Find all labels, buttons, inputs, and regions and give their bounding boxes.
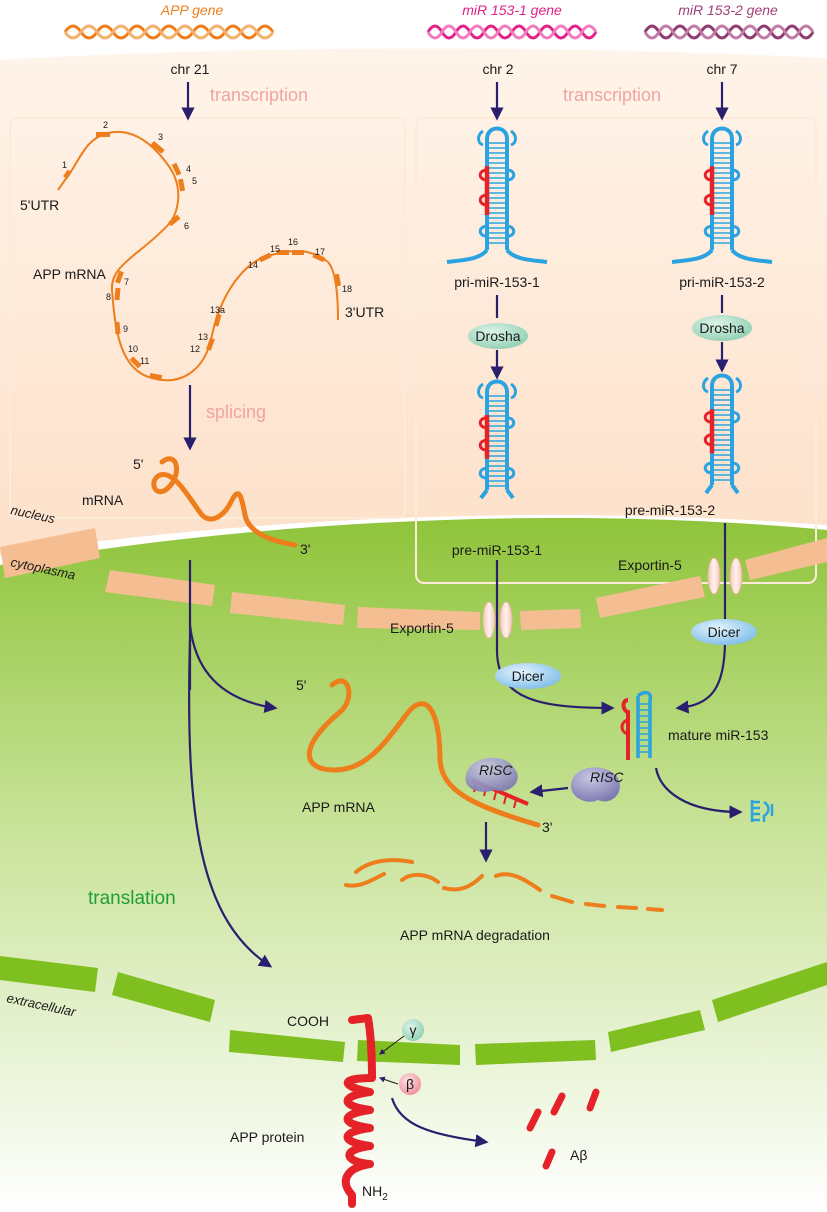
svg-text:5: 5: [192, 176, 197, 186]
pre-mir153-1-hairpin: [477, 379, 517, 500]
cyto-app-mrna: [306, 678, 541, 828]
five-utr-label: 5'UTR: [20, 197, 59, 213]
drosha-enzyme-2: [692, 315, 752, 341]
chr21-label: chr 21: [171, 61, 210, 77]
svg-text:15: 15: [270, 244, 280, 254]
app-premrna-label: APP mRNA: [33, 266, 107, 282]
mrna-export-arrow: [188, 624, 278, 714]
risc-loading-arrow: [529, 784, 569, 798]
chr7-label: chr 7: [706, 61, 737, 77]
spliced-mrna: [151, 456, 298, 548]
exportin-5-pore-2: [707, 557, 743, 595]
svg-text:12: 12: [190, 344, 200, 354]
spliced-mrna-three-label: 3': [300, 541, 310, 557]
svg-text:17: 17: [315, 247, 325, 257]
app-protein: [341, 1014, 376, 1208]
pri-mir153-2-hairpin: [671, 126, 773, 264]
cooh-label: COOH: [287, 1013, 329, 1029]
svg-text:10: 10: [128, 344, 138, 354]
app-premrna: [57, 130, 342, 382]
svg-text:18: 18: [342, 284, 352, 294]
drosha-enzyme-1: [468, 323, 528, 349]
mature-mir153-label: mature miR-153: [668, 727, 769, 743]
mir153-2-gene-helix: [643, 24, 815, 40]
svg-text:16: 16: [288, 237, 298, 247]
svg-text:13: 13: [198, 332, 208, 342]
chr2-label: chr 2: [482, 61, 513, 77]
beta-cleavage-pointer: [378, 1076, 399, 1085]
transcription-label-right: transcription: [563, 85, 661, 105]
plasma-membrane: [0, 956, 827, 1065]
svg-text:11: 11: [140, 356, 149, 366]
cyto-mrna-three-label: 3': [542, 819, 552, 835]
mir153-1-gene-helix: [426, 24, 598, 40]
mrna-degradation-label: APP mRNA degradation: [400, 927, 550, 943]
abeta-release-arrow: [390, 1097, 489, 1148]
pri-mir153-2-label: pri-miR-153-2: [679, 274, 765, 290]
app-gene-label: APP gene: [160, 2, 224, 18]
beta-secretase: [399, 1073, 421, 1095]
svg-text:1: 1: [62, 160, 67, 170]
svg-text:4: 4: [186, 164, 191, 174]
app-gene-helix: [63, 24, 275, 40]
nucleus-region: [0, 48, 827, 555]
dicer-label-2: Dicer: [708, 624, 741, 640]
dicer-label-1: Dicer: [512, 668, 545, 684]
risc-label-2: RISC: [590, 769, 624, 785]
risc-bound-complex: [465, 757, 529, 809]
svg-text:8: 8: [106, 292, 111, 302]
nh2-label: NH2: [362, 1183, 388, 1203]
passenger-strand-fragment: [750, 800, 774, 822]
cyto-app-mrna-label: APP mRNA: [302, 799, 376, 815]
strand-release-arrow: [654, 767, 743, 819]
risc-label-1: RISC: [479, 762, 513, 778]
pri-mir153-1-hairpin: [446, 126, 548, 264]
dicer-enzyme-1: [495, 663, 561, 689]
svg-text:2: 2: [103, 120, 108, 130]
pre-mir153-2-hairpin: [702, 373, 742, 495]
gamma-secretase: [402, 1019, 424, 1041]
svg-text:13a: 13a: [210, 305, 225, 315]
splicing-label: splicing: [206, 402, 266, 422]
drosha-label-1: Drosha: [475, 328, 520, 344]
mir153-1-gene-label: miR 153-1 gene: [462, 2, 562, 18]
abeta-label: Aβ: [570, 1147, 587, 1163]
drosha-label-2: Drosha: [699, 320, 744, 336]
risc-complex-2: [570, 767, 620, 802]
abeta-fragments: [526, 1088, 600, 1170]
dicer-enzyme-2: [691, 619, 757, 645]
pre-mir153-2-label: pre-miR-153-2: [625, 502, 715, 518]
cyto-mrna-five-label: 5': [296, 677, 306, 693]
mir153-2-gene-label: miR 153-2 gene: [678, 2, 778, 18]
spliced-mrna-label: mRNA: [82, 492, 124, 508]
translation-arrow: [188, 639, 273, 968]
svg-text:3: 3: [158, 132, 163, 142]
beta-label: β: [406, 1076, 414, 1092]
export-arrow-1: [495, 560, 615, 715]
nucleus-right-panel: [415, 117, 817, 584]
svg-text:6: 6: [184, 221, 189, 231]
nuclear-envelope: [0, 528, 827, 630]
gamma-label: γ: [410, 1022, 417, 1038]
three-utr-label: 3'UTR: [345, 304, 384, 320]
spliced-mrna-five-label: 5': [133, 456, 143, 472]
app-protein-label: APP protein: [230, 1129, 304, 1145]
exportin-5-label-1: Exportin-5: [390, 620, 454, 636]
svg-text:7: 7: [124, 277, 129, 287]
gamma-cleavage-pointer: [379, 1035, 405, 1055]
exportin-5-pore-1: [482, 601, 513, 639]
transcription-label-left: transcription: [210, 85, 308, 105]
svg-text:14: 14: [248, 260, 258, 270]
svg-text:9: 9: [123, 324, 128, 334]
mature-mir153-duplex: [620, 690, 653, 760]
translation-label: translation: [88, 888, 176, 909]
exportin-5-label-2: Exportin-5: [618, 557, 682, 573]
exon-numbers: 1 2 3 4 5 6 7 8 9 10 11 12 13 13a 14 15 …: [62, 120, 352, 366]
degraded-mrna-fragments: [344, 858, 664, 912]
pri-mir153-1-label: pri-miR-153-1: [454, 274, 540, 290]
pre-mir153-1-label: pre-miR-153-1: [452, 542, 542, 558]
